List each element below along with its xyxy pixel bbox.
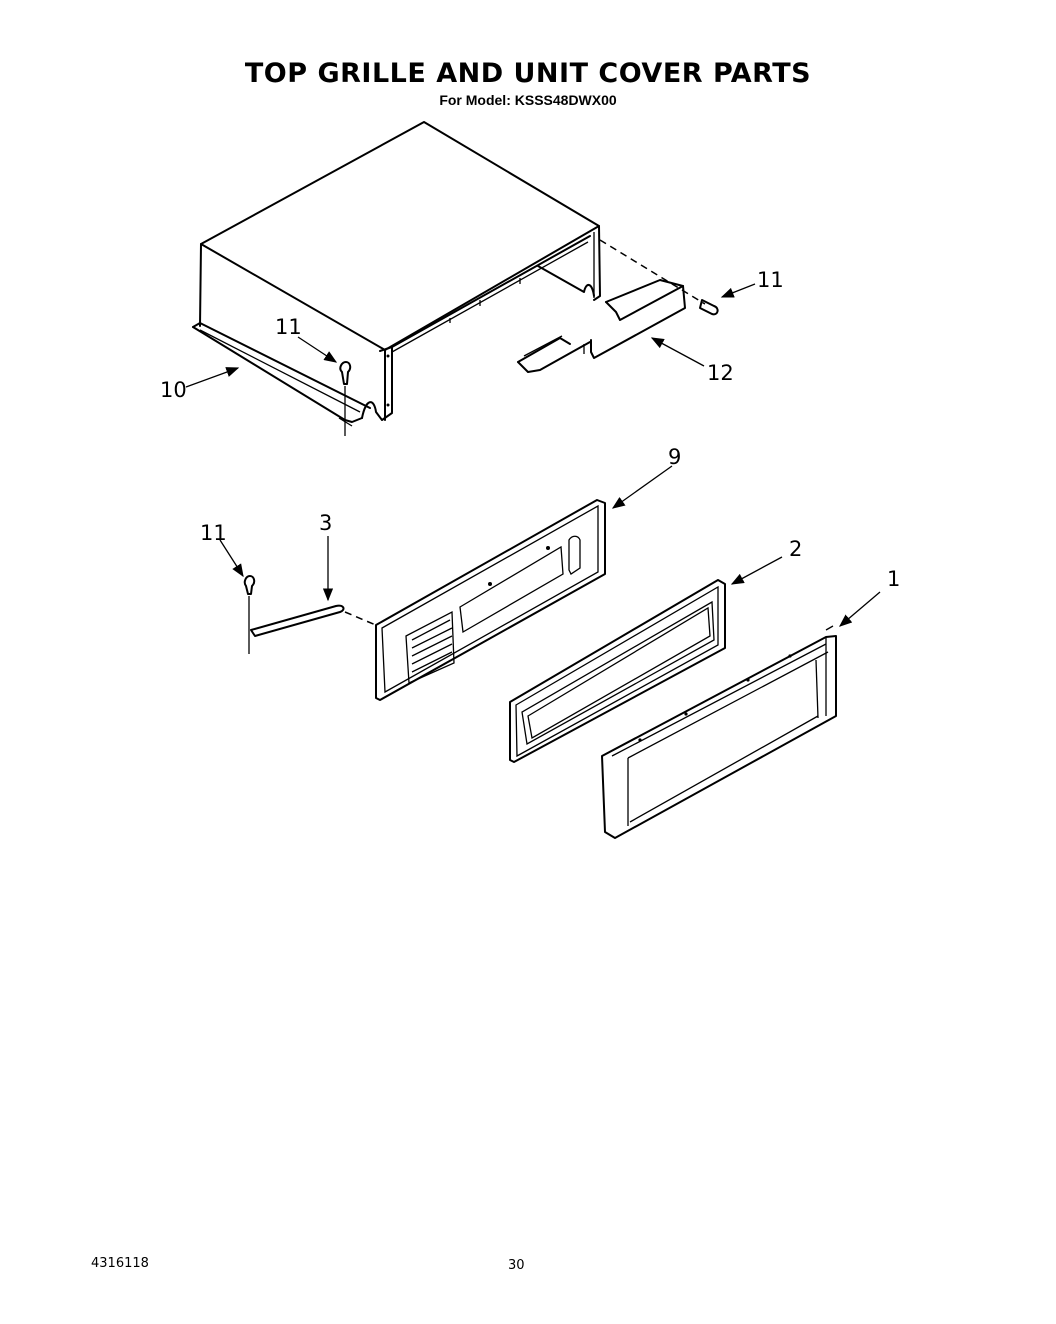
- screw-part-11-bracket: [699, 299, 719, 316]
- page-number: 30: [508, 1258, 525, 1273]
- svg-text:9: 9: [668, 445, 681, 469]
- grille-frame-part-2: [509, 579, 726, 763]
- callout-11-cover: 11: [275, 315, 338, 363]
- callout-2: 2: [730, 537, 802, 585]
- svg-text:3: 3: [319, 511, 332, 535]
- unit-cover-part: [192, 121, 601, 423]
- screw-part-11-cover: [338, 361, 353, 436]
- page-title: TOP GRILLE AND UNIT COVER PARTS: [244, 58, 812, 89]
- callout-10: 10: [160, 367, 240, 402]
- callout-11-rod: 11: [200, 521, 244, 578]
- callout-1: 1: [839, 567, 900, 627]
- svg-text:1: 1: [887, 567, 900, 591]
- svg-text:11: 11: [200, 521, 227, 545]
- bracket-part-12: [517, 279, 686, 373]
- bottom-frame-part-1: [601, 625, 837, 839]
- screw-part-11-rod: [243, 575, 256, 654]
- document-number: 4316118: [91, 1256, 149, 1271]
- svg-text:2: 2: [789, 537, 802, 561]
- callout-12: 12: [650, 337, 734, 385]
- svg-text:11: 11: [275, 315, 302, 339]
- callout-11-upper-right: 11: [720, 268, 784, 298]
- top-grille-panel-part-9: [375, 499, 606, 701]
- callout-3: 3: [319, 511, 334, 602]
- svg-text:12: 12: [707, 361, 734, 385]
- svg-text:11: 11: [757, 268, 784, 292]
- svg-text:10: 10: [160, 378, 187, 402]
- model-subtitle: For Model: KSSS48DWX00: [439, 92, 617, 108]
- rod-part-3: [250, 604, 379, 637]
- callout-9: 9: [611, 445, 681, 509]
